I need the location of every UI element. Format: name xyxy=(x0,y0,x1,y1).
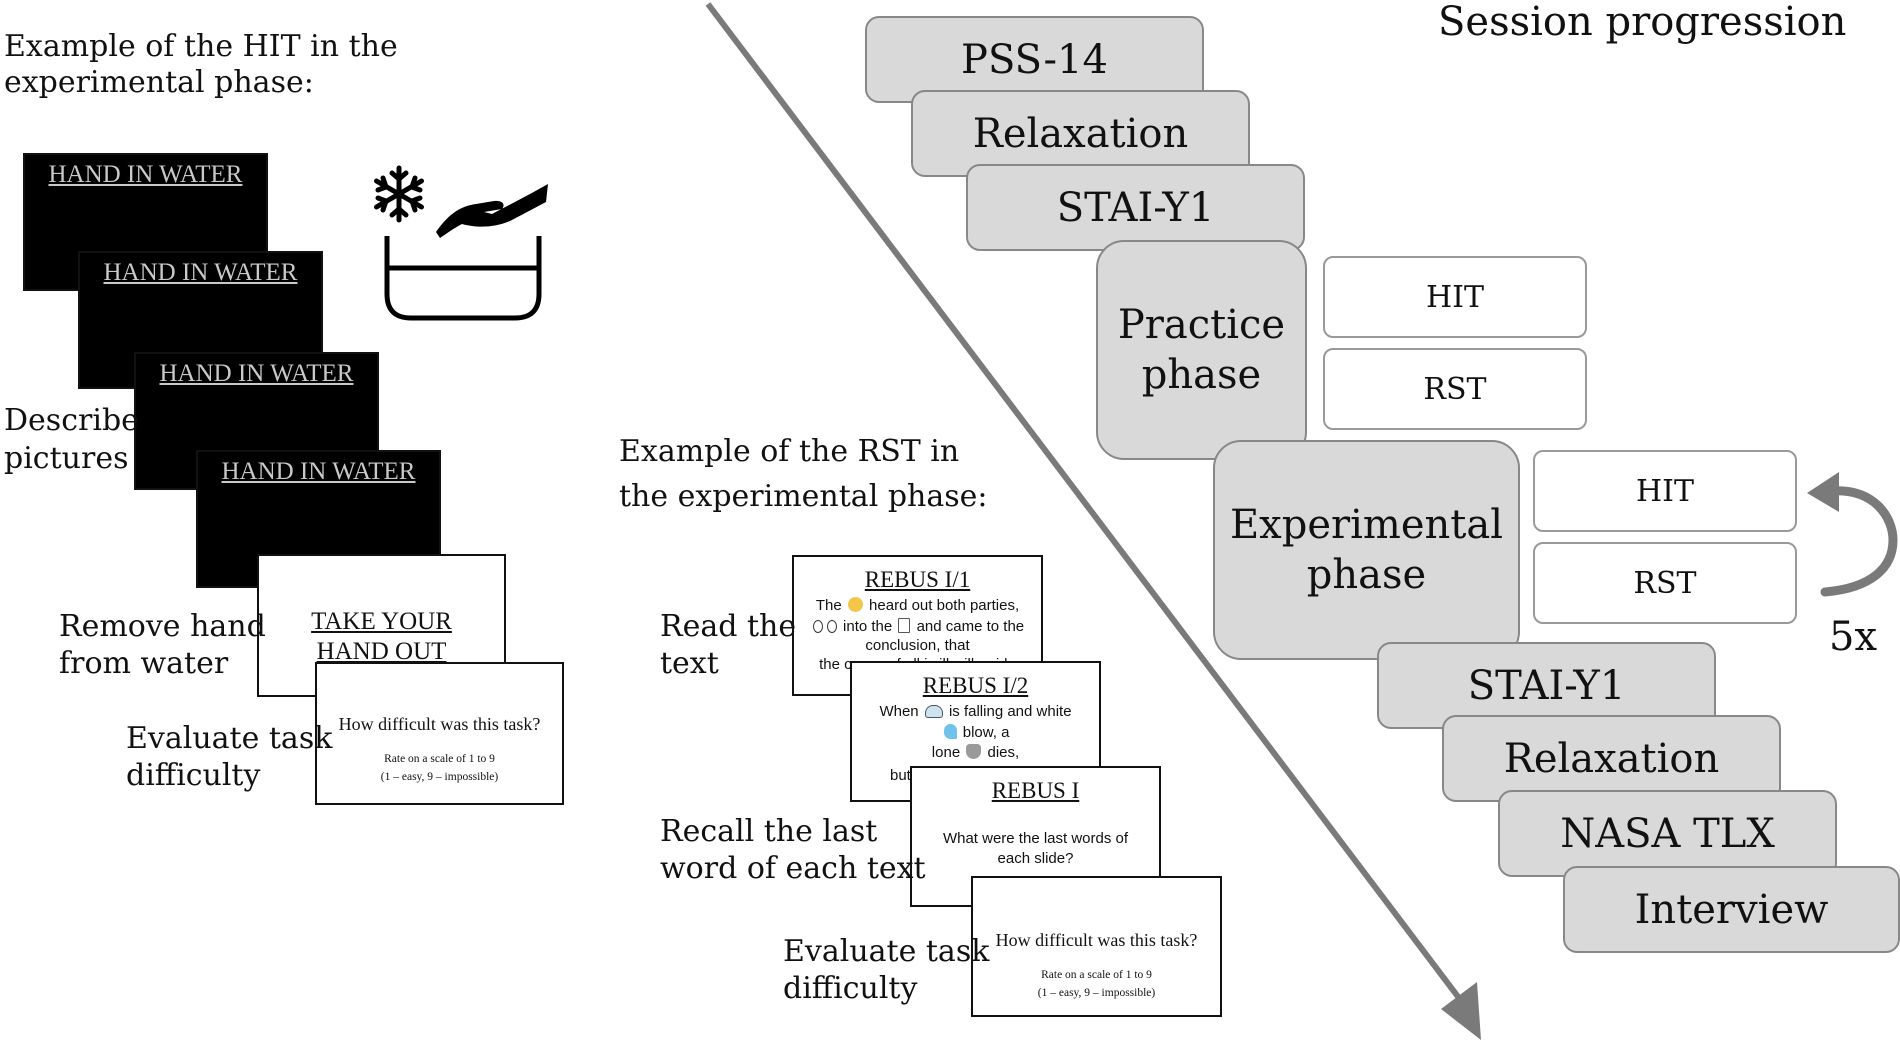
practice-task-hit: HIT xyxy=(1323,256,1587,338)
practice-phase-line1: Practice xyxy=(1117,302,1286,348)
hit-label-evaluate-line2: difficulty xyxy=(126,758,261,793)
session-title: Session progression xyxy=(1438,0,1847,45)
rst-slide-evaluate: How difficult was this task? Rate on a s… xyxy=(971,876,1222,1017)
wolf-emoji-icon xyxy=(966,744,982,759)
hit-slide-4-title: HAND IN WATER xyxy=(221,458,416,485)
hand-icon xyxy=(436,184,548,238)
rebus2-word: blow, a xyxy=(962,724,1010,741)
rst-label-evaluate-line1: Evaluate task xyxy=(783,934,990,969)
rebus3-title: REBUS I xyxy=(991,778,1080,803)
rst-label-read-line1: Read the xyxy=(660,609,797,644)
step-nasa-tlx: NASA TLX xyxy=(1498,790,1837,877)
hit-question: How difficult was this task? xyxy=(338,714,541,734)
hit-label-describe-line2: pictures xyxy=(4,441,129,476)
rst-heading-line1: Example of the RST in xyxy=(619,434,960,469)
step-stai-y1-2: STAI-Y1 xyxy=(1377,642,1716,729)
repeat-count: 5x xyxy=(1829,614,1878,660)
rebus2-line2: blow, a xyxy=(862,722,1089,743)
eyes-emoji-icon xyxy=(812,620,823,633)
judge-emoji-icon xyxy=(847,597,863,612)
wind-emoji-icon xyxy=(943,724,957,739)
experimental-task-rst: RST xyxy=(1533,542,1797,624)
hit-slide-3-title: HAND IN WATER xyxy=(159,360,354,387)
experimental-phase-line2: phase xyxy=(1306,552,1427,598)
hit-rate-line1: Rate on a scale of 1 to 9 xyxy=(384,753,495,765)
take-hand-out-line1: TAKE YOUR xyxy=(311,608,452,635)
rebus1-word: heard out both parties, xyxy=(869,597,1020,614)
experimental-phase-line1: Experimental xyxy=(1229,502,1504,548)
repeat-arrow-icon xyxy=(1807,472,1898,597)
rst-label-recall-line1: Recall the last xyxy=(660,814,878,849)
rebus2-line1: When is falling and white xyxy=(862,701,1089,722)
hit-rate-line2: (1 – easy, 9 – impossible) xyxy=(380,771,499,783)
step-relaxation-1: Relaxation xyxy=(911,90,1250,177)
rebus2-title: REBUS I/2 xyxy=(922,673,1029,698)
rst-rate-line1: Rate on a scale of 1 to 9 xyxy=(1041,969,1152,981)
rst-label-recall-line2: word of each text xyxy=(660,851,926,886)
rebus2-word: lone xyxy=(931,744,961,761)
rst-label-evaluate-line2: difficulty xyxy=(783,971,918,1006)
hit-label-remove-line1: Remove hand xyxy=(59,609,266,644)
eyes-emoji-icon xyxy=(826,620,837,633)
rst-heading-line2: the experimental phase: xyxy=(619,479,988,514)
snow-cloud-emoji-icon xyxy=(924,705,943,718)
rebus2-line4: but xyxy=(890,767,911,784)
rebus3-line1: What were the last words of xyxy=(942,830,1129,847)
slide-title-bar xyxy=(25,155,266,195)
rebus2-word: is falling and white xyxy=(948,703,1072,720)
hit-slide-1-title: HAND IN WATER xyxy=(48,161,243,188)
rebus1-line1: The heard out both parties, xyxy=(804,595,1031,616)
document-emoji-icon xyxy=(898,618,911,633)
snowflake-icon xyxy=(374,165,424,223)
step-experimental-phase: Experimental phase xyxy=(1213,440,1520,660)
rebus2-word: When xyxy=(879,703,919,720)
hit-slide-2-title: HAND IN WATER xyxy=(103,259,298,286)
rst-question: How difficult was this task? xyxy=(995,930,1198,950)
hit-heading-line1: Example of the HIT in the xyxy=(4,29,398,64)
rebus1-title: REBUS I/1 xyxy=(864,567,971,592)
experimental-task-hit: HIT xyxy=(1533,450,1797,532)
hit-heading-line2: experimental phase: xyxy=(4,65,314,100)
step-relaxation-2: Relaxation xyxy=(1442,715,1781,802)
practice-phase-line2: phase xyxy=(1141,352,1262,398)
step-practice-phase: Practice phase xyxy=(1096,240,1307,460)
step-interview: Interview xyxy=(1563,866,1900,953)
rebus3-line2: each slide? xyxy=(997,850,1074,867)
practice-task-rst: RST xyxy=(1323,348,1587,430)
rst-label-read-line2: text xyxy=(660,646,719,681)
rebus1-line3: conclusion, that xyxy=(865,637,970,654)
hit-label-remove-line2: from water xyxy=(59,646,229,681)
hit-label-evaluate-line1: Evaluate task xyxy=(126,721,333,756)
rebus1-word: and came to the xyxy=(916,618,1025,635)
rebus1-word: into the xyxy=(843,618,893,635)
rebus2-line3: lone dies, xyxy=(862,742,1089,763)
water-bowl-icon xyxy=(384,236,542,321)
hit-label-describe-line1: Describe xyxy=(4,403,139,438)
hit-slide-evaluate: How difficult was this task? Rate on a s… xyxy=(315,662,564,805)
step-stai-y1-1: STAI-Y1 xyxy=(966,164,1305,251)
rebus1-line2: into the and came to the xyxy=(804,616,1031,637)
slide-title-bar xyxy=(136,354,377,394)
rebus2-word: dies, xyxy=(987,744,1020,761)
step-pss14: PSS-14 xyxy=(865,16,1204,103)
take-hand-out-line2: HAND OUT xyxy=(316,638,447,665)
rebus1-word: The xyxy=(815,597,842,614)
rst-rate-line2: (1 – easy, 9 – impossible) xyxy=(1037,987,1156,999)
